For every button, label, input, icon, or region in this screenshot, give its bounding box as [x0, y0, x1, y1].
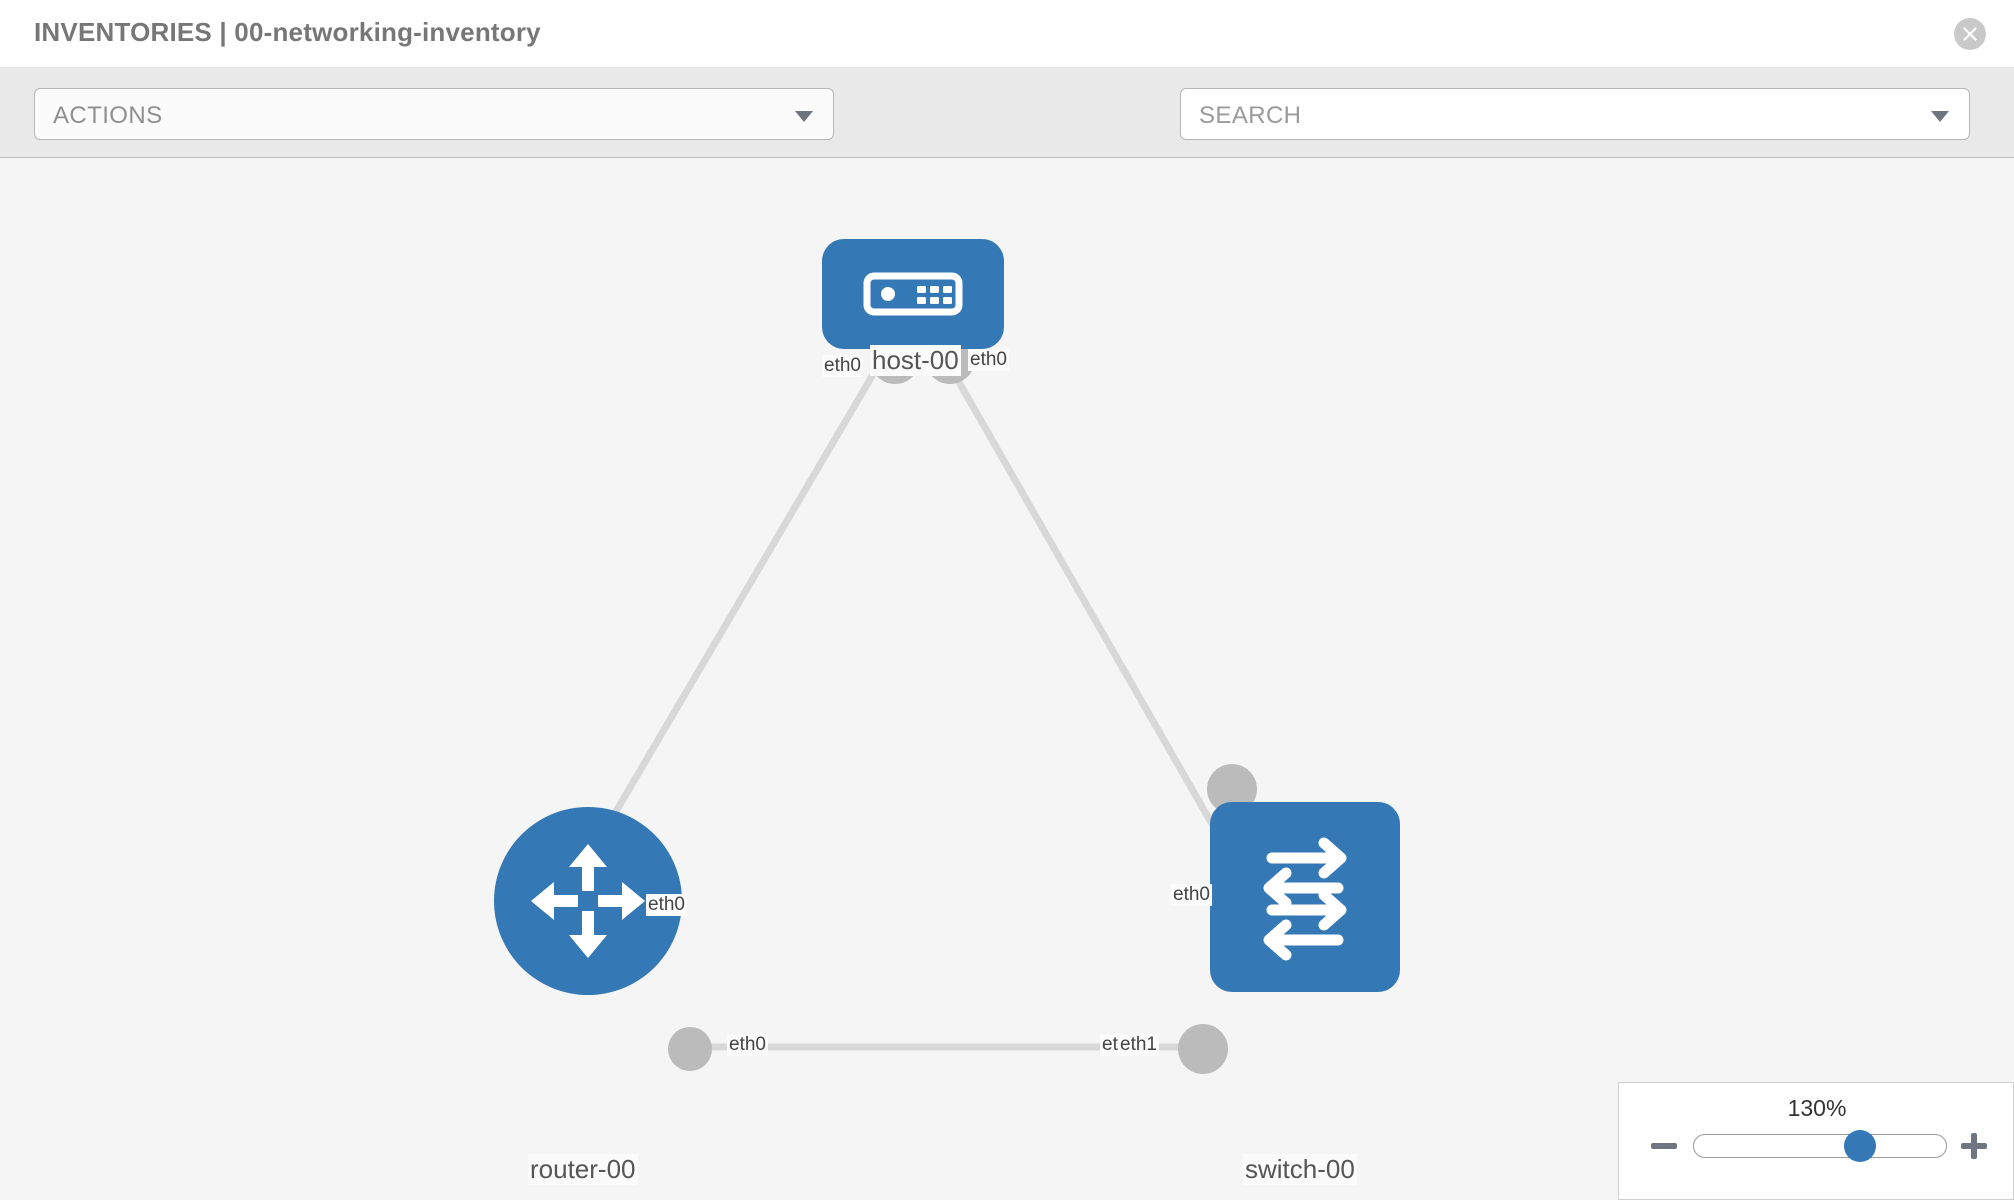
chevron-down-icon	[795, 111, 813, 122]
iface-label-router-right: eth0	[727, 1034, 768, 1056]
link-host-router[interactable]	[584, 347, 892, 861]
node-label-switch-00: switch-00	[1243, 1154, 1357, 1185]
zoom-control-panel: 130%	[1618, 1082, 2014, 1200]
plus-icon[interactable]	[1959, 1131, 1989, 1161]
topology-node-switch-00[interactable]	[1210, 802, 1400, 992]
iface-label-switch-up: eth0	[1171, 884, 1212, 906]
topology-links	[584, 334, 1257, 1074]
iface-label-host-left: eth0	[822, 355, 863, 377]
iface-label-router-up: eth0	[646, 894, 687, 916]
router-arrows-icon	[531, 844, 645, 958]
topology-node-host-00[interactable]	[822, 239, 1004, 349]
search-placeholder: SEARCH	[1199, 102, 1302, 129]
topology-node-router-00[interactable]	[494, 807, 682, 995]
node-label-host-00: host-00	[870, 345, 961, 376]
iface-label-switch-left: eth1	[1118, 1034, 1159, 1056]
zoom-level-value: 130%	[1787, 1095, 1847, 1121]
page-title: INVENTORIES | 00-networking-inventory	[34, 17, 541, 47]
chevron-down-icon[interactable]	[1931, 111, 1949, 122]
port-switch-top	[1207, 764, 1257, 814]
port-switch-left	[1178, 1024, 1228, 1074]
toolbar: ACTIONS SEARC	[0, 68, 2014, 200]
topology-canvas[interactable]: host-00 router-00	[0, 159, 2014, 1200]
actions-dropdown[interactable]: ACTIONS	[34, 88, 834, 140]
actions-dropdown-label: ACTIONS	[53, 102, 163, 129]
zoom-slider-thumb[interactable]	[1844, 1130, 1876, 1162]
page-header: INVENTORIES | 00-networking-inventory	[0, 0, 2014, 68]
search-input[interactable]: SEARCH	[1180, 88, 1970, 140]
server-icon	[863, 272, 963, 316]
link-host-switch[interactable]	[936, 347, 1236, 861]
switch-arrows-icon	[1263, 837, 1347, 961]
port-router-right	[668, 1027, 712, 1071]
minus-icon[interactable]	[1649, 1131, 1679, 1161]
iface-label-host-right: eth0	[968, 349, 1009, 371]
node-label-router-00: router-00	[528, 1154, 638, 1185]
zoom-slider[interactable]	[1693, 1134, 1947, 1158]
close-icon[interactable]	[1954, 18, 1986, 50]
